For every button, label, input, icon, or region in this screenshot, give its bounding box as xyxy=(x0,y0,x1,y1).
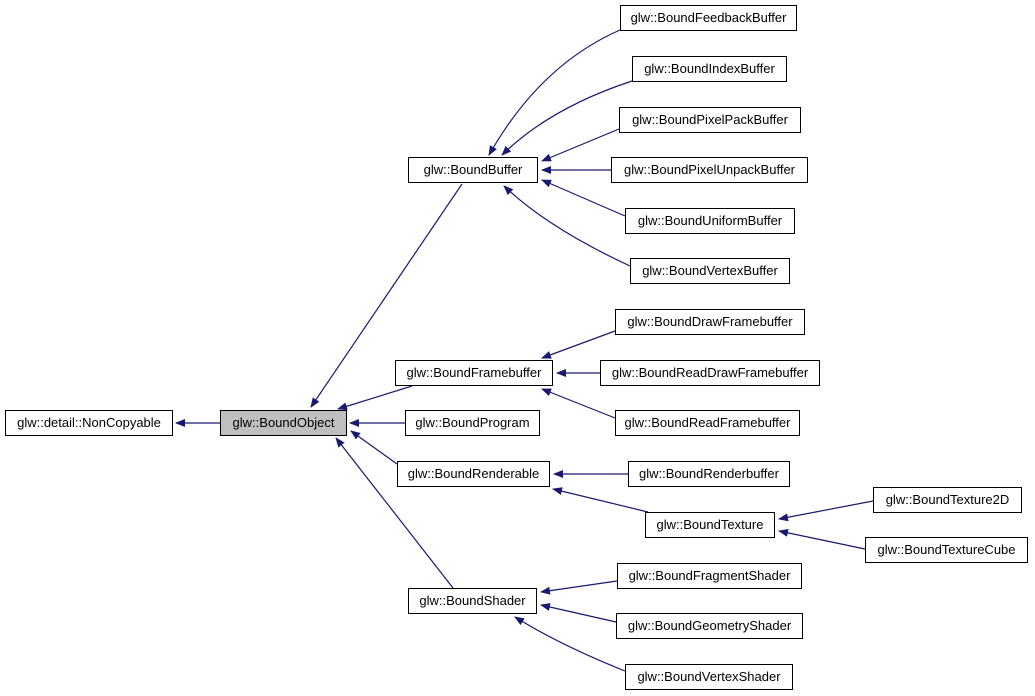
class-node-vertexshader[interactable]: glw::BoundVertexShader xyxy=(625,664,793,690)
class-node-noncopyable[interactable]: glw::detail::NonCopyable xyxy=(5,410,173,436)
class-node-renderbuffer[interactable]: glw::BoundRenderbuffer xyxy=(628,461,790,487)
class-node-vertexbuffer[interactable]: glw::BoundVertexBuffer xyxy=(630,258,790,284)
class-node-boundshader[interactable]: glw::BoundShader xyxy=(408,588,537,614)
edge-boundbuffer-to-boundobject xyxy=(310,183,463,408)
class-node-boundframebuffer[interactable]: glw::BoundFramebuffer xyxy=(395,360,553,386)
class-node-feedbackbuffer[interactable]: glw::BoundFeedbackBuffer xyxy=(620,5,797,31)
edge-boundrenderable-to-boundobject xyxy=(350,430,398,465)
class-node-uniformbuffer[interactable]: glw::BoundUniformBuffer xyxy=(625,208,795,234)
edge-readframebuffer-to-boundframebuffer xyxy=(541,388,616,419)
class-node-fragmentshader[interactable]: glw::BoundFragmentShader xyxy=(617,563,802,589)
edge-pixelpackbuffer-to-boundbuffer xyxy=(541,128,620,162)
edge-texture-to-boundrenderable xyxy=(552,487,649,513)
class-node-texture2d[interactable]: glw::BoundTexture2D xyxy=(873,487,1022,513)
class-node-drawframebuffer[interactable]: glw::BoundDrawFramebuffer xyxy=(615,309,805,335)
edge-vertexshader-to-boundshader xyxy=(514,616,626,672)
class-node-texturecube[interactable]: glw::BoundTextureCube xyxy=(865,537,1028,563)
edge-indexbuffer-to-boundbuffer xyxy=(501,80,633,156)
edge-geometryshader-to-boundshader xyxy=(540,603,617,623)
edge-uniformbuffer-to-boundbuffer xyxy=(541,179,626,217)
class-node-indexbuffer[interactable]: glw::BoundIndexBuffer xyxy=(632,56,787,82)
class-node-pixelpackbuffer[interactable]: glw::BoundPixelPackBuffer xyxy=(619,107,801,133)
edge-drawframebuffer-to-boundframebuffer xyxy=(541,330,616,359)
class-node-boundobject: glw::BoundObject xyxy=(220,410,347,436)
class-node-boundprogram[interactable]: glw::BoundProgram xyxy=(405,410,540,436)
edge-feedbackbuffer-to-boundbuffer xyxy=(488,29,621,156)
edge-boundshader-to-boundobject xyxy=(335,437,454,589)
class-node-readdrawframebuffer[interactable]: glw::BoundReadDrawFramebuffer xyxy=(600,360,820,386)
edge-texture2d-to-texture xyxy=(778,500,874,522)
edge-vertexbuffer-to-boundbuffer xyxy=(503,185,631,267)
class-node-boundbuffer[interactable]: glw::BoundBuffer xyxy=(408,157,538,183)
edge-texturecube-to-texture xyxy=(778,528,866,550)
class-node-readframebuffer[interactable]: glw::BoundReadFramebuffer xyxy=(615,410,800,436)
class-node-texture[interactable]: glw::BoundTexture xyxy=(645,512,775,538)
class-node-geometryshader[interactable]: glw::BoundGeometryShader xyxy=(616,613,803,639)
class-node-boundrenderable[interactable]: glw::BoundRenderable xyxy=(397,461,550,487)
edge-fragmentshader-to-boundshader xyxy=(540,580,618,595)
class-node-pixelunpackbuffer[interactable]: glw::BoundPixelUnpackBuffer xyxy=(611,157,808,183)
edge-boundframebuffer-to-boundobject xyxy=(337,385,413,411)
